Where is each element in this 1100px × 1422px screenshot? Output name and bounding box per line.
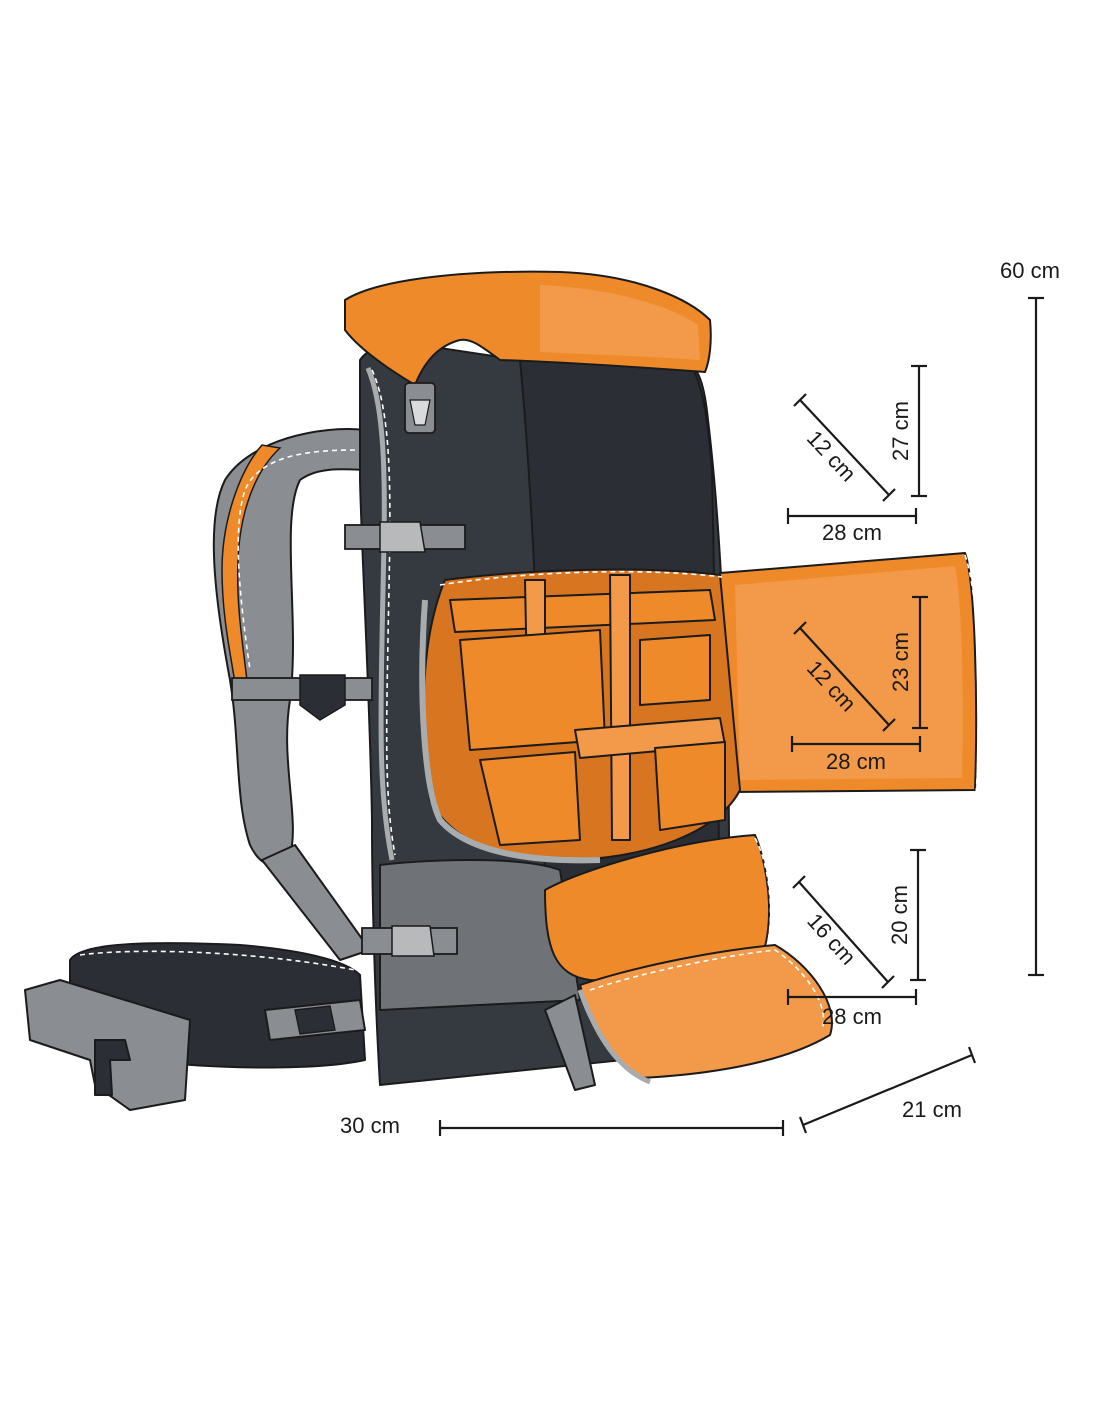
camera-flap-stitch: [964, 554, 980, 796]
hip-belt-stitch: [79, 950, 356, 971]
bottom-flap-stitch: [589, 949, 825, 1031]
front-zipper: [371, 369, 396, 856]
harness-inner-line: [237, 449, 356, 671]
camera-height-label: 23 cm: [888, 632, 913, 692]
backpack-illustration: [24, 270, 980, 1111]
hip-belt-hook-icon: [94, 1039, 131, 1096]
dim-overall-depth: 21 cm: [798, 1046, 977, 1134]
camera-dividers: [449, 574, 726, 846]
bottom-width-label: 28 cm: [822, 1004, 882, 1029]
overall-width-label: 30 cm: [340, 1113, 400, 1138]
dim-overall-width: 30 cm: [340, 1113, 785, 1138]
lower-side-panel: [379, 859, 581, 1011]
top-buckle-clip-icon: [409, 399, 431, 426]
bottom-pocket-stitch: [754, 837, 772, 963]
sternum-buckle-icon: [299, 674, 346, 721]
bottom-zipper-track: [577, 989, 651, 1085]
top-width-label: 28 cm: [822, 520, 882, 545]
lower-harness-strap: [261, 844, 371, 961]
hip-buckle-icon: [294, 1005, 336, 1035]
front-zipper-track: [365, 367, 395, 861]
top-height-label: 27 cm: [888, 401, 913, 461]
bottom-zipper-pull-icon: [544, 994, 596, 1091]
overall-height-label: 60 cm: [1000, 258, 1060, 283]
dim-top-compartment: 27 cm 12 cm 28 cm: [786, 364, 927, 545]
side-buckle-lower-icon: [391, 925, 435, 957]
camera-width-label: 28 cm: [826, 749, 886, 774]
overall-depth-label: 21 cm: [902, 1097, 962, 1122]
side-buckle-upper-icon: [379, 521, 426, 553]
dim-overall-height: 60 cm: [1000, 258, 1060, 977]
camera-flap-shade: [735, 566, 963, 780]
camera-frame-edge: [419, 599, 601, 864]
top-lid-highlight: [540, 285, 700, 360]
bottom-height-label: 20 cm: [887, 885, 912, 945]
